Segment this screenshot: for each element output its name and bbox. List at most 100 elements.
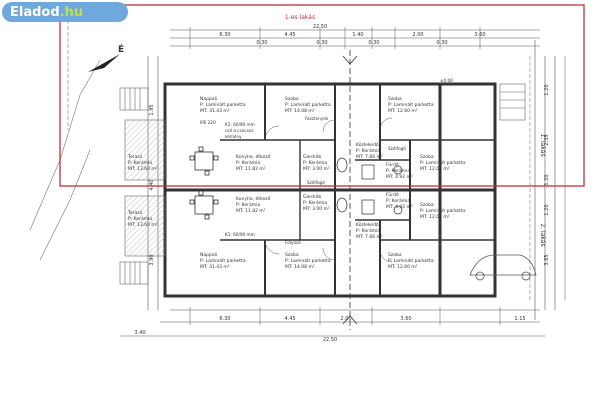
top-dimension: 3.60 (474, 32, 485, 38)
room-label: Közlekedő P: Kerámia MT: 7.66 m² (356, 222, 383, 240)
room-name: Fürdő (386, 192, 399, 198)
room-label: Szoba P: Laminált parketta MT: 12.60 m² (388, 252, 434, 270)
unit-1-highlight-label: 1-es lakás (285, 14, 315, 21)
watermark-suffix: .hu (59, 4, 84, 20)
room-label: Fürdő P: Kerámia MT: 4.92 m² (386, 162, 413, 180)
room-label: Gardrób P: Kerámia MT: 3.00 m² (303, 153, 330, 172)
room-area: MT: 4.92 m² (386, 204, 413, 210)
side-dimensions: 1.95 4.40 3.90 1.20 2.35 1.20 1.20 3.65 (149, 84, 550, 265)
room-area: MT: 13.60 m² (128, 222, 158, 228)
site-boundary (29, 20, 566, 300)
room-floor: P: Kerámia (236, 159, 260, 166)
right-dimension: 1.20 (544, 84, 550, 95)
annotations: K1: 60/90 mm cső a csúcsos kémény K1: 60… (200, 78, 453, 245)
room-label: Szoba P: Laminált parketta MT: 14.08 m² (285, 96, 331, 114)
room-name: Nappali (200, 252, 217, 258)
room-name: Közlekedő (356, 142, 379, 148)
room-area: MT: 14.08 m² (285, 108, 315, 114)
dimension-ticks (189, 27, 501, 325)
right-dimension: 1.20 (544, 174, 550, 185)
room-name: Szoba (420, 154, 434, 160)
room-floor: P: Laminált parketta (285, 101, 331, 108)
watermark-text: Eladod (10, 4, 60, 20)
room-area: MT: 11.82 m² (236, 166, 266, 172)
room-label: Nappali P: Laminált parketta MT: 31.43 m… (200, 96, 246, 114)
room-name: Szoba (420, 202, 434, 208)
bottom-dimension: 4.45 (284, 316, 295, 322)
unit-1-label: 1. lakás (539, 133, 546, 156)
room-name: Szoba (388, 96, 402, 102)
left-dimension: 1.95 (149, 104, 155, 115)
left-dimension: 4.40 (149, 179, 155, 190)
room-name: Terasz (127, 154, 143, 160)
room-name: Konyha, étkező (236, 195, 271, 202)
room-floor: P: Kerámia (386, 167, 410, 174)
room-name: Nappali (200, 96, 217, 102)
north-label: É (118, 43, 124, 55)
top-dimension: 0.30 (316, 40, 327, 46)
left-dimension: 3.90 (149, 254, 155, 265)
heater-note: K1: 60/90 mm (225, 122, 255, 127)
dining-furniture (189, 146, 219, 220)
room-area: MT: 13.60 m² (128, 166, 158, 172)
top-dimension: 0.30 (368, 40, 379, 46)
building-walls (163, 82, 497, 298)
bottom-dimension: 2.00 (340, 316, 351, 322)
heater-note: K1: 60/90 mm (225, 232, 255, 237)
north-arrow-icon: É (88, 43, 124, 72)
terrace-hatch (124, 119, 166, 181)
room-label: Konyha, étkező P: Kerámia MT: 11.82 m² (236, 153, 271, 172)
room-floor: P: Laminált parketta (420, 159, 466, 166)
room-name: Közlekedő (356, 222, 379, 228)
room-floor: P: Kerámia (303, 199, 327, 206)
kamra-note: Fasztenyek (305, 116, 329, 121)
room-floor: P: Laminált parketta (388, 101, 434, 108)
top-dimension: 0.30 (436, 40, 447, 46)
section-marker (342, 50, 358, 330)
top-dimension: 2.00 (412, 32, 423, 38)
room-area: MT: 12.04 m² (420, 214, 450, 220)
right-dimension: 2.35 (544, 134, 550, 145)
room-floor: P: Laminált parketta (200, 257, 246, 264)
room-area: MT: 31.43 m² (200, 108, 230, 114)
room-floor: P: Kerámia (128, 215, 152, 222)
top-dimensions: 22.50 6.30 0.30 4.45 0.30 1.40 0.30 2.00… (219, 24, 485, 46)
right-dimension: 1.20 (544, 204, 550, 215)
top-dimension: 0.30 (256, 40, 267, 46)
room-floor: P: Kerámia (356, 147, 380, 154)
room-label: Terasz P: Kerámia MT: 13.60 m² (127, 154, 158, 172)
corridor-note: Folyosó (285, 240, 301, 245)
room-label: Fürdő P: Kerámia MT: 4.92 m² (386, 192, 413, 210)
room-area: MT: 31.43 m² (200, 264, 230, 270)
bottom-dimension: 3.40 (134, 330, 145, 336)
room-floor: P: Laminált parketta (420, 207, 466, 214)
room-name: Konyha, étkező (236, 153, 271, 160)
bottom-dimension: 6.30 (219, 316, 230, 322)
room-area: MT: 14.08 m² (285, 264, 315, 270)
room-area: MT: 7.66 m² (356, 154, 383, 160)
pipe-note: kémény (225, 134, 242, 139)
top-total-dimension: 22.50 (313, 24, 327, 30)
room-name: Szoba (388, 252, 402, 258)
unit-1-rooms: Nappali P: Laminált parketta MT: 31.43 m… (127, 96, 466, 180)
room-label: Szoba P: Laminált parketta MT: 12.04 m² (420, 202, 466, 220)
unit-2-label: 2. lakás (539, 223, 546, 246)
chimney-note: IPE 220 (200, 120, 216, 125)
bottom-dimensions: 22.50 3.40 6.30 4.45 2.00 3.60 1.15 (134, 316, 525, 343)
unit-2-rooms: Nappali P: Laminált parketta MT: 31.43 m… (127, 192, 466, 270)
room-label: Terasz P: Kerámia MT: 13.60 m² (127, 210, 158, 228)
top-dimension: 4.45 (284, 32, 295, 38)
room-name: Gardrób (303, 193, 321, 200)
room-name: Gardrób (303, 153, 321, 160)
room-area: MT: 4.92 m² (386, 174, 413, 180)
bottom-total-dimension: 22.50 (323, 337, 337, 343)
room-name: Terasz (127, 210, 143, 216)
room-floor: P: Kerámia (303, 159, 327, 166)
room-label: Szoba P: Laminált parketta MT: 12.04 m² (420, 154, 466, 172)
stair-note: Szélfogó (307, 180, 325, 185)
room-area: MT: 7.66 m² (356, 234, 383, 240)
room-name: Fürdő (386, 162, 399, 168)
room-floor: P: Laminált parketta (285, 257, 331, 264)
car-icon (469, 254, 537, 281)
